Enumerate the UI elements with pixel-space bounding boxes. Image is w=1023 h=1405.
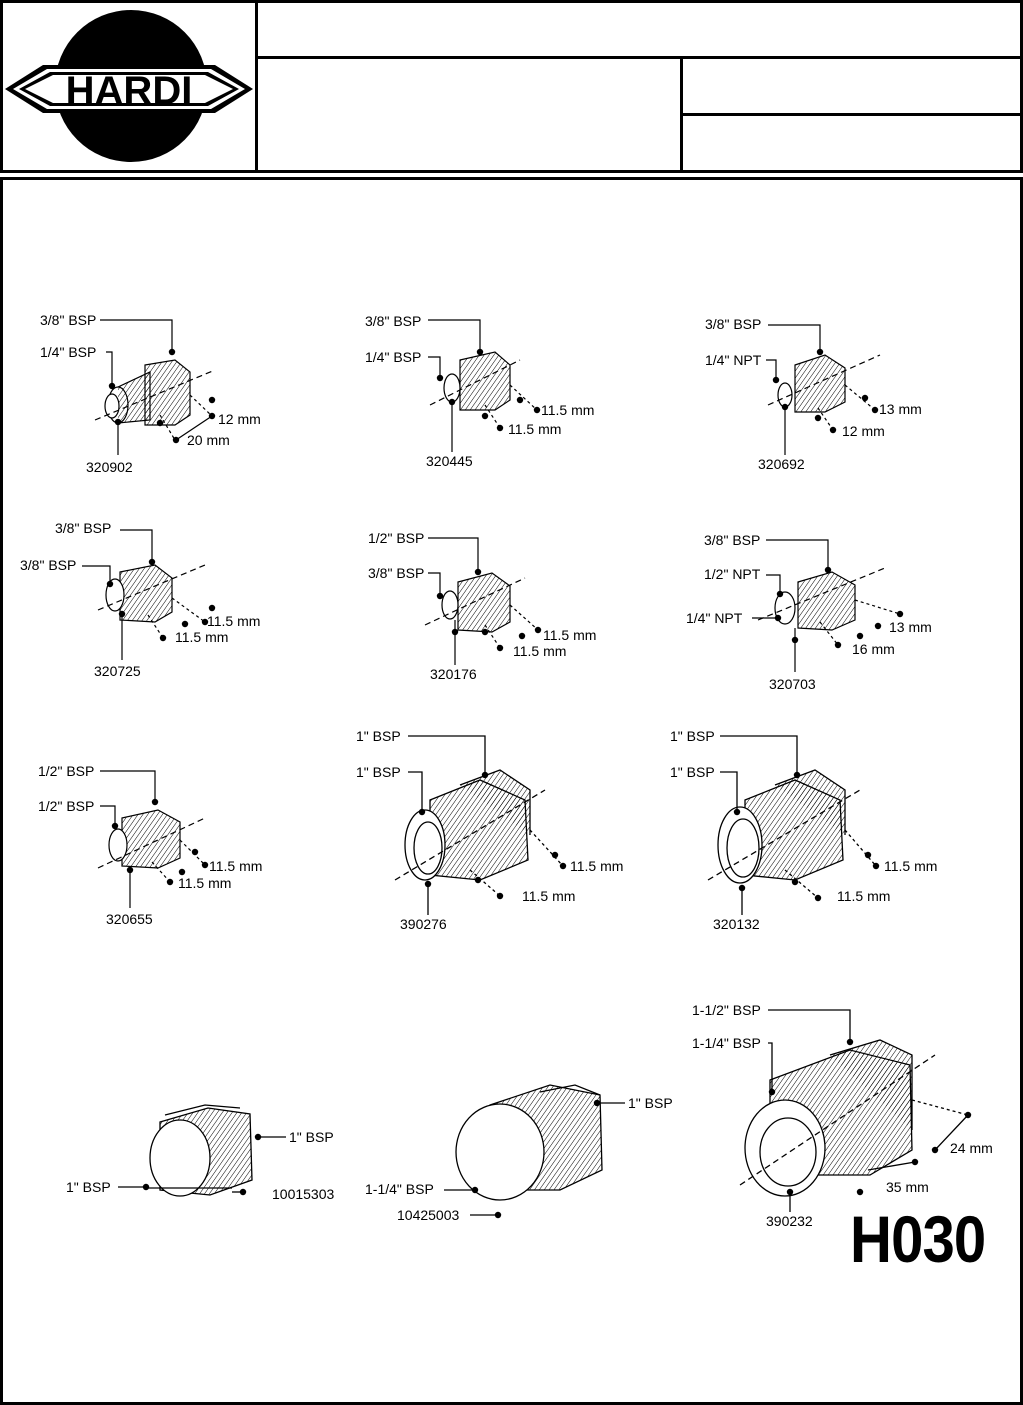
fitting-320703-drawing: [752, 539, 901, 672]
dimension-label: 13 mm: [889, 619, 932, 635]
hardi-logo: HARDI: [3, 3, 255, 169]
thread-label: 1-1/4" BSP: [692, 1035, 761, 1051]
part-number: 390276: [400, 916, 447, 932]
thread-label: 3/8" BSP: [55, 520, 112, 536]
fitting-10015303-drawing: [118, 1104, 286, 1197]
thread-label: 3/8" BSP: [704, 532, 761, 548]
title-block-divider: [255, 56, 1023, 59]
fitting-390232-drawing: [739, 1009, 969, 1212]
dimension-label: 11.5 mm: [178, 875, 232, 891]
part-number: 320445: [426, 453, 473, 469]
thread-label: 3/8" BSP: [368, 565, 425, 581]
part-number: 390232: [766, 1213, 813, 1229]
thread-label: 1/4" BSP: [365, 349, 422, 365]
fitting-320176-drawing: [424, 537, 539, 665]
dimension-label: 11.5 mm: [884, 858, 938, 874]
fitting-390276-drawing: [394, 735, 564, 915]
fitting-10425003-drawing: [444, 1084, 625, 1216]
title-block-divider: [680, 113, 1023, 116]
part-number: 320692: [758, 456, 805, 472]
part-number: 320902: [86, 459, 133, 475]
dimension-label: 20 mm: [187, 432, 230, 448]
thread-label: 1-1/4" BSP: [365, 1181, 434, 1197]
dimension-label: 16 mm: [852, 641, 895, 657]
dimension-label: 11.5 mm: [207, 613, 261, 629]
dimension-label: 11.5 mm: [175, 629, 229, 645]
part-number: 10015303: [272, 1186, 335, 1202]
fitting-320902-drawing: [94, 319, 216, 455]
thread-label: 1" BSP: [670, 728, 715, 744]
thread-label: 1/4" NPT: [686, 610, 743, 626]
thread-label: 1" BSP: [289, 1129, 334, 1145]
thread-label: 3/8" BSP: [365, 313, 422, 329]
title-block-divider: [255, 0, 258, 173]
thread-label: 1/4" BSP: [40, 344, 97, 360]
thread-label: 1-1/2" BSP: [692, 1002, 761, 1018]
thread-label: 1/4" NPT: [705, 352, 762, 368]
part-number: 320655: [106, 911, 153, 927]
dimension-label: 11.5 mm: [513, 643, 567, 659]
dimension-label: 11.5 mm: [209, 858, 263, 874]
part-number: 320703: [769, 676, 816, 692]
thread-label: 1/2" BSP: [38, 763, 95, 779]
dimension-label: 35 mm: [886, 1179, 929, 1195]
fitting-320132-drawing: [707, 735, 877, 915]
thread-label: 1" BSP: [66, 1179, 111, 1195]
drawing-sheet: [0, 177, 1023, 1405]
title-block: [0, 0, 1023, 173]
thread-label: 1/2" NPT: [704, 566, 761, 582]
dimension-label: 11.5 mm: [837, 888, 891, 904]
logo-text: HARDI: [66, 69, 193, 113]
thread-label: 3/8" BSP: [705, 316, 762, 332]
dimension-label: 11.5 mm: [541, 402, 595, 418]
thread-label: 1/2" BSP: [368, 530, 425, 546]
thread-label: 3/8" BSP: [20, 557, 77, 573]
part-number: 320725: [94, 663, 141, 679]
dimension-label: 11.5 mm: [543, 627, 597, 643]
fitting-320655-drawing: [97, 770, 206, 908]
dimension-label: 24 mm: [950, 1140, 993, 1156]
thread-label: 1" BSP: [356, 728, 401, 744]
fitting-320725-drawing: [82, 529, 206, 660]
dimension-label: 12 mm: [218, 411, 261, 427]
sheet-code: H030: [850, 1202, 986, 1276]
thread-label: 1" BSP: [628, 1095, 673, 1111]
part-number: 10425003: [397, 1207, 460, 1223]
dimension-label: 13 mm: [879, 401, 922, 417]
thread-label: 1/2" BSP: [38, 798, 95, 814]
part-number: 320132: [713, 916, 760, 932]
dimension-label: 12 mm: [842, 423, 885, 439]
dimension-label: 11.5 mm: [522, 888, 576, 904]
thread-label: 3/8" BSP: [40, 312, 97, 328]
part-number: 320176: [430, 666, 477, 682]
thread-label: 1" BSP: [356, 764, 401, 780]
dimension-label: 11.5 mm: [508, 421, 562, 437]
dimension-label: 11.5 mm: [570, 858, 624, 874]
thread-label: 1" BSP: [670, 764, 715, 780]
fitting-320692-drawing: [766, 324, 881, 455]
